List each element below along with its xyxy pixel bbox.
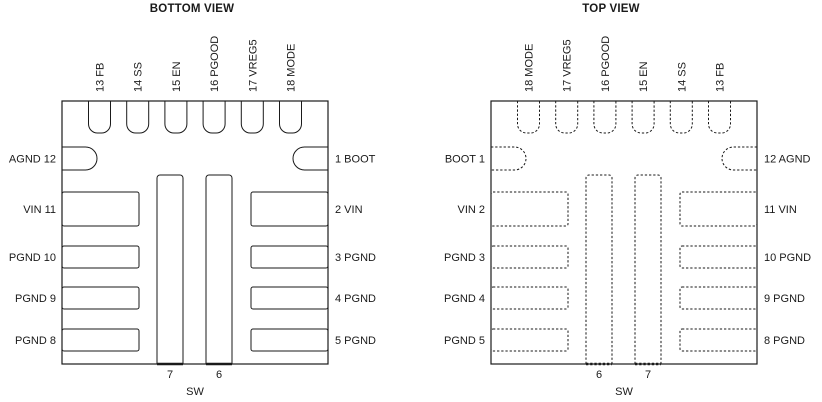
right-pin-label: 8 PGND	[764, 335, 805, 347]
left-pin-label: BOOT 1	[445, 154, 485, 166]
left-pad	[61, 286, 140, 310]
left-pad	[490, 245, 569, 269]
top-pad	[164, 101, 188, 134]
left-pin-label: PGND 9	[15, 293, 56, 305]
top-pin-label: 14 SS	[676, 62, 688, 92]
left-pin-label: PGND 10	[9, 252, 56, 264]
top-pad	[517, 101, 540, 134]
right-pin-label: 10 PGND	[764, 252, 811, 264]
top-pad	[240, 101, 264, 134]
top-pin-label: 17 VREG5	[247, 39, 259, 92]
bottom-view-title: BOTTOM VIEW	[149, 3, 235, 15]
left-pin-label: PGND 8	[15, 335, 56, 347]
left-pin-label: PGND 5	[444, 335, 485, 347]
right-pad	[679, 245, 758, 269]
left-pad	[490, 328, 569, 352]
left-pill-pad	[62, 146, 98, 171]
bottom-view-diagram: 13 FB 14 SS 15 EN 16 PGOOD 17 VREG5 18 MODE AG…	[9, 36, 376, 398]
sw-pin-number: 6	[216, 369, 222, 381]
top-pin-label: 16 PGOOD	[600, 36, 612, 92]
sw-pad-label: SW	[615, 386, 633, 398]
left-pin-label: VIN 2	[457, 204, 485, 216]
top-pin-label: 15 EN	[638, 61, 650, 92]
right-pad	[679, 191, 758, 227]
left-pin-label: PGND 3	[444, 252, 485, 264]
right-pad	[679, 328, 758, 352]
left-pad	[61, 328, 140, 352]
left-pin-label: VIN 11	[23, 204, 56, 216]
left-pin-label: AGND 12	[9, 154, 56, 166]
top-pin-label: 14 SS	[133, 62, 145, 92]
left-pad	[490, 286, 569, 310]
package-outline	[61, 100, 329, 365]
right-pad	[250, 245, 329, 269]
right-pad	[250, 286, 329, 310]
top-pin-label: 18 MODE	[524, 44, 536, 92]
left-pad	[61, 191, 140, 227]
right-pin-label: 11 VIN	[764, 204, 797, 216]
right-pill-pad	[721, 146, 757, 171]
right-pin-label: 4 PGND	[335, 293, 376, 305]
top-pad	[279, 101, 302, 134]
sw-pad-label: SW	[186, 386, 204, 398]
top-pad	[88, 101, 111, 134]
top-pad	[669, 101, 693, 134]
top-pin-label: 15 EN	[171, 61, 183, 92]
sw-pad	[634, 174, 662, 364]
sw-pin-number: 6	[596, 369, 602, 381]
top-pin-label: 16 PGOOD	[209, 36, 221, 92]
right-pin-label: 3 PGND	[335, 252, 376, 264]
left-pin-label: PGND 4	[444, 293, 485, 305]
right-pin-label: 5 PGND	[335, 335, 376, 347]
top-pin-label: 13 FB	[95, 63, 107, 92]
top-pad	[126, 101, 150, 134]
top-pad	[593, 101, 617, 134]
right-pad	[679, 286, 758, 310]
left-pill-pad	[491, 146, 527, 171]
right-pin-label: 1 BOOT	[335, 154, 376, 166]
top-pin-label: 18 MODE	[286, 44, 298, 92]
top-pad	[631, 101, 655, 134]
left-pad	[490, 191, 569, 227]
sw-pin-number: 7	[167, 369, 173, 381]
sw-pad	[585, 174, 613, 364]
right-pill-pad	[292, 146, 328, 171]
top-pad	[202, 101, 226, 134]
right-pad	[250, 328, 329, 352]
sw-pad	[205, 174, 233, 364]
top-pad	[555, 101, 579, 134]
top-view-title: TOP VIEW	[582, 3, 640, 15]
right-pin-label: 12 AGND	[764, 154, 811, 166]
right-pad	[250, 191, 329, 227]
package-outline	[490, 100, 758, 365]
right-pin-label: 9 PGND	[764, 293, 805, 305]
top-pin-label: 17 VREG5	[562, 39, 574, 92]
sw-pad	[156, 174, 184, 364]
sw-pin-number: 7	[645, 369, 651, 381]
top-view-diagram: 18 MODE 17 VREG5 16 PGOOD 15 EN 14 SS 13 FB BO…	[444, 36, 811, 398]
left-pad	[61, 245, 140, 269]
right-pin-label: 2 VIN	[335, 204, 363, 216]
top-pad	[708, 101, 731, 134]
top-pin-label: 13 FB	[715, 63, 727, 92]
